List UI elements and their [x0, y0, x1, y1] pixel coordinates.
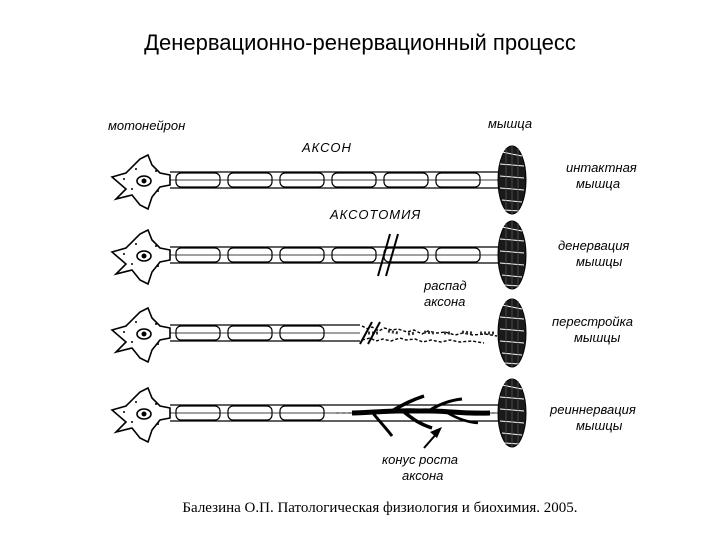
- cut-mark: [377, 233, 399, 277]
- label-rebuild-1: перестройка: [552, 314, 633, 329]
- row-reinnervation: реиннервация мышцы конус роста аксона: [111, 378, 636, 483]
- label-cone-2: аксона: [402, 468, 443, 483]
- motoneuron-1: [111, 154, 171, 210]
- regenerating-sprouts: [351, 394, 491, 437]
- label-denervation-2: мышцы: [576, 254, 623, 269]
- label-denervation-1: денервация: [558, 238, 629, 253]
- label-motoneuron: мотонейрон: [108, 118, 185, 133]
- label-rebuild-2: мышцы: [574, 330, 621, 345]
- axon-debris: [359, 321, 500, 345]
- label-decay-1: распад: [423, 278, 467, 293]
- slide-title: Денервационно-ренервационный процесс: [144, 30, 576, 55]
- axon-1: [169, 171, 501, 189]
- source-caption: Балезина О.П. Патологическая физиология …: [182, 500, 578, 516]
- label-cone-1: конус роста: [382, 452, 458, 467]
- growth-cone-arrow: [423, 427, 442, 449]
- label-intact-1: интактная: [566, 160, 637, 175]
- label-muscle: мышца: [488, 116, 532, 131]
- label-decay-2: аксона: [424, 294, 465, 309]
- axon-4: [170, 404, 500, 422]
- row-denervation: АКСОТОМИЯ денервация мышцы: [111, 207, 629, 290]
- row-decay: распад аксона перестройка мышцы: [111, 278, 633, 368]
- muscle-3: [497, 298, 527, 368]
- label-reinnervation-2: мышцы: [576, 418, 623, 433]
- row-intact: мотонейрон мышца АКСОН интактная мышца: [108, 116, 637, 215]
- axon-3: [170, 324, 360, 342]
- label-axotomy: АКСОТОМИЯ: [329, 207, 421, 222]
- motoneuron-4: [111, 387, 171, 443]
- label-intact-2: мышца: [576, 176, 620, 191]
- label-axon: АКСОН: [301, 140, 352, 155]
- label-reinnervation-1: реиннервация: [549, 402, 636, 417]
- axon-2: [169, 246, 501, 264]
- motoneuron-2: [111, 229, 171, 285]
- muscle-4: [497, 378, 527, 448]
- muscle-2: [497, 220, 527, 290]
- muscle-1: [497, 145, 527, 215]
- motoneuron-3: [111, 307, 171, 363]
